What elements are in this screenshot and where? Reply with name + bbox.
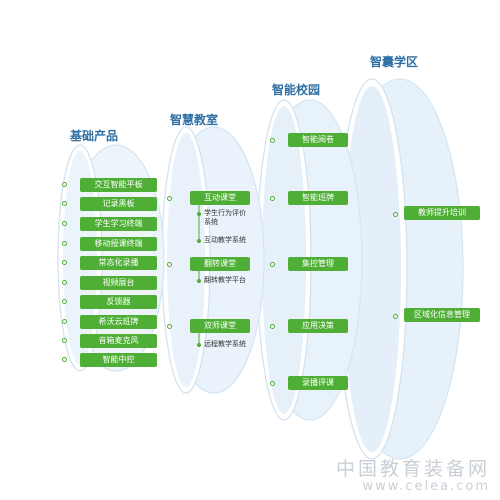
item-smart-control: 智能中控	[80, 353, 157, 367]
item-centralized-control: 集控管理	[288, 257, 348, 271]
cylinder-district	[336, 78, 464, 460]
watermark-url: www.celea.com	[362, 479, 490, 494]
item-interactive-panel: 交互智能平板	[80, 178, 157, 192]
node-dot	[393, 212, 398, 217]
node-dot	[167, 324, 172, 329]
item-flipped-class: 翻转课堂	[190, 257, 250, 271]
item-regional-info-management: 区域化信息管理	[404, 308, 480, 322]
column-title-basic: 基础产品	[70, 129, 119, 143]
sub-flipped-platform: 翻转教学平台	[204, 276, 246, 284]
node-dot	[62, 280, 67, 285]
item-feedback-device: 反馈器	[80, 295, 157, 309]
node-dot	[270, 381, 275, 386]
node-dot	[62, 221, 67, 226]
node-dot	[167, 262, 172, 267]
node-dot	[62, 338, 67, 343]
node-dot	[270, 262, 275, 267]
watermark: 中国教育装备网 www.celea.com	[336, 458, 490, 494]
item-student-terminal: 学生学习终端	[80, 217, 157, 231]
item-recording-evaluation: 录播评课	[288, 376, 348, 390]
item-interactive-class: 互动课堂	[190, 191, 250, 205]
node-dot	[270, 196, 275, 201]
node-dot	[62, 260, 67, 265]
item-document-camera: 视频展台	[80, 276, 157, 290]
item-mobile-teaching-terminal: 移动授课终端	[80, 237, 157, 251]
item-speaker-microphone: 音箱麦克风	[80, 334, 157, 348]
sub-dot	[197, 279, 201, 283]
sub-student-behavior-line2: 系统	[204, 218, 218, 226]
item-cloud-class-sign: 希沃云班牌	[80, 315, 157, 329]
sub-student-behavior-line1: 学生行为评价	[204, 209, 246, 217]
node-dot	[62, 201, 67, 206]
node-dot	[167, 196, 172, 201]
node-dot	[62, 299, 67, 304]
item-routine-recording: 常态化录播	[80, 256, 157, 270]
watermark-text-cn: 中国教育装备网	[335, 458, 490, 480]
node-dot	[270, 324, 275, 329]
node-dot	[270, 138, 275, 143]
node-dot	[62, 357, 67, 362]
node-dot	[393, 314, 398, 319]
node-dot	[62, 241, 67, 246]
sub-interactive-system: 互动教学系统	[204, 236, 246, 244]
item-recording-blackboard: 记录黑板	[80, 197, 157, 211]
node-dot	[62, 182, 67, 187]
item-dual-teacher-class: 双师课堂	[190, 319, 250, 333]
item-application-decision: 应用决策	[288, 319, 348, 333]
node-dot	[62, 319, 67, 324]
column-title-classroom: 智慧教室	[170, 113, 219, 127]
column-title-campus: 智能校园	[272, 83, 321, 97]
column-title-district: 智囊学区	[370, 55, 419, 69]
sub-student-behavior: 学生行为评价 系统	[204, 209, 246, 227]
sub-dot	[197, 212, 201, 216]
item-teacher-training: 教师提升培训	[404, 206, 480, 220]
item-smart-grading: 智能阅卷	[288, 133, 348, 147]
sub-dot	[197, 239, 201, 243]
sub-remote-teaching: 远程教学系统	[204, 340, 246, 348]
sub-dot	[197, 343, 201, 347]
item-smart-class-sign: 智能班牌	[288, 191, 348, 205]
